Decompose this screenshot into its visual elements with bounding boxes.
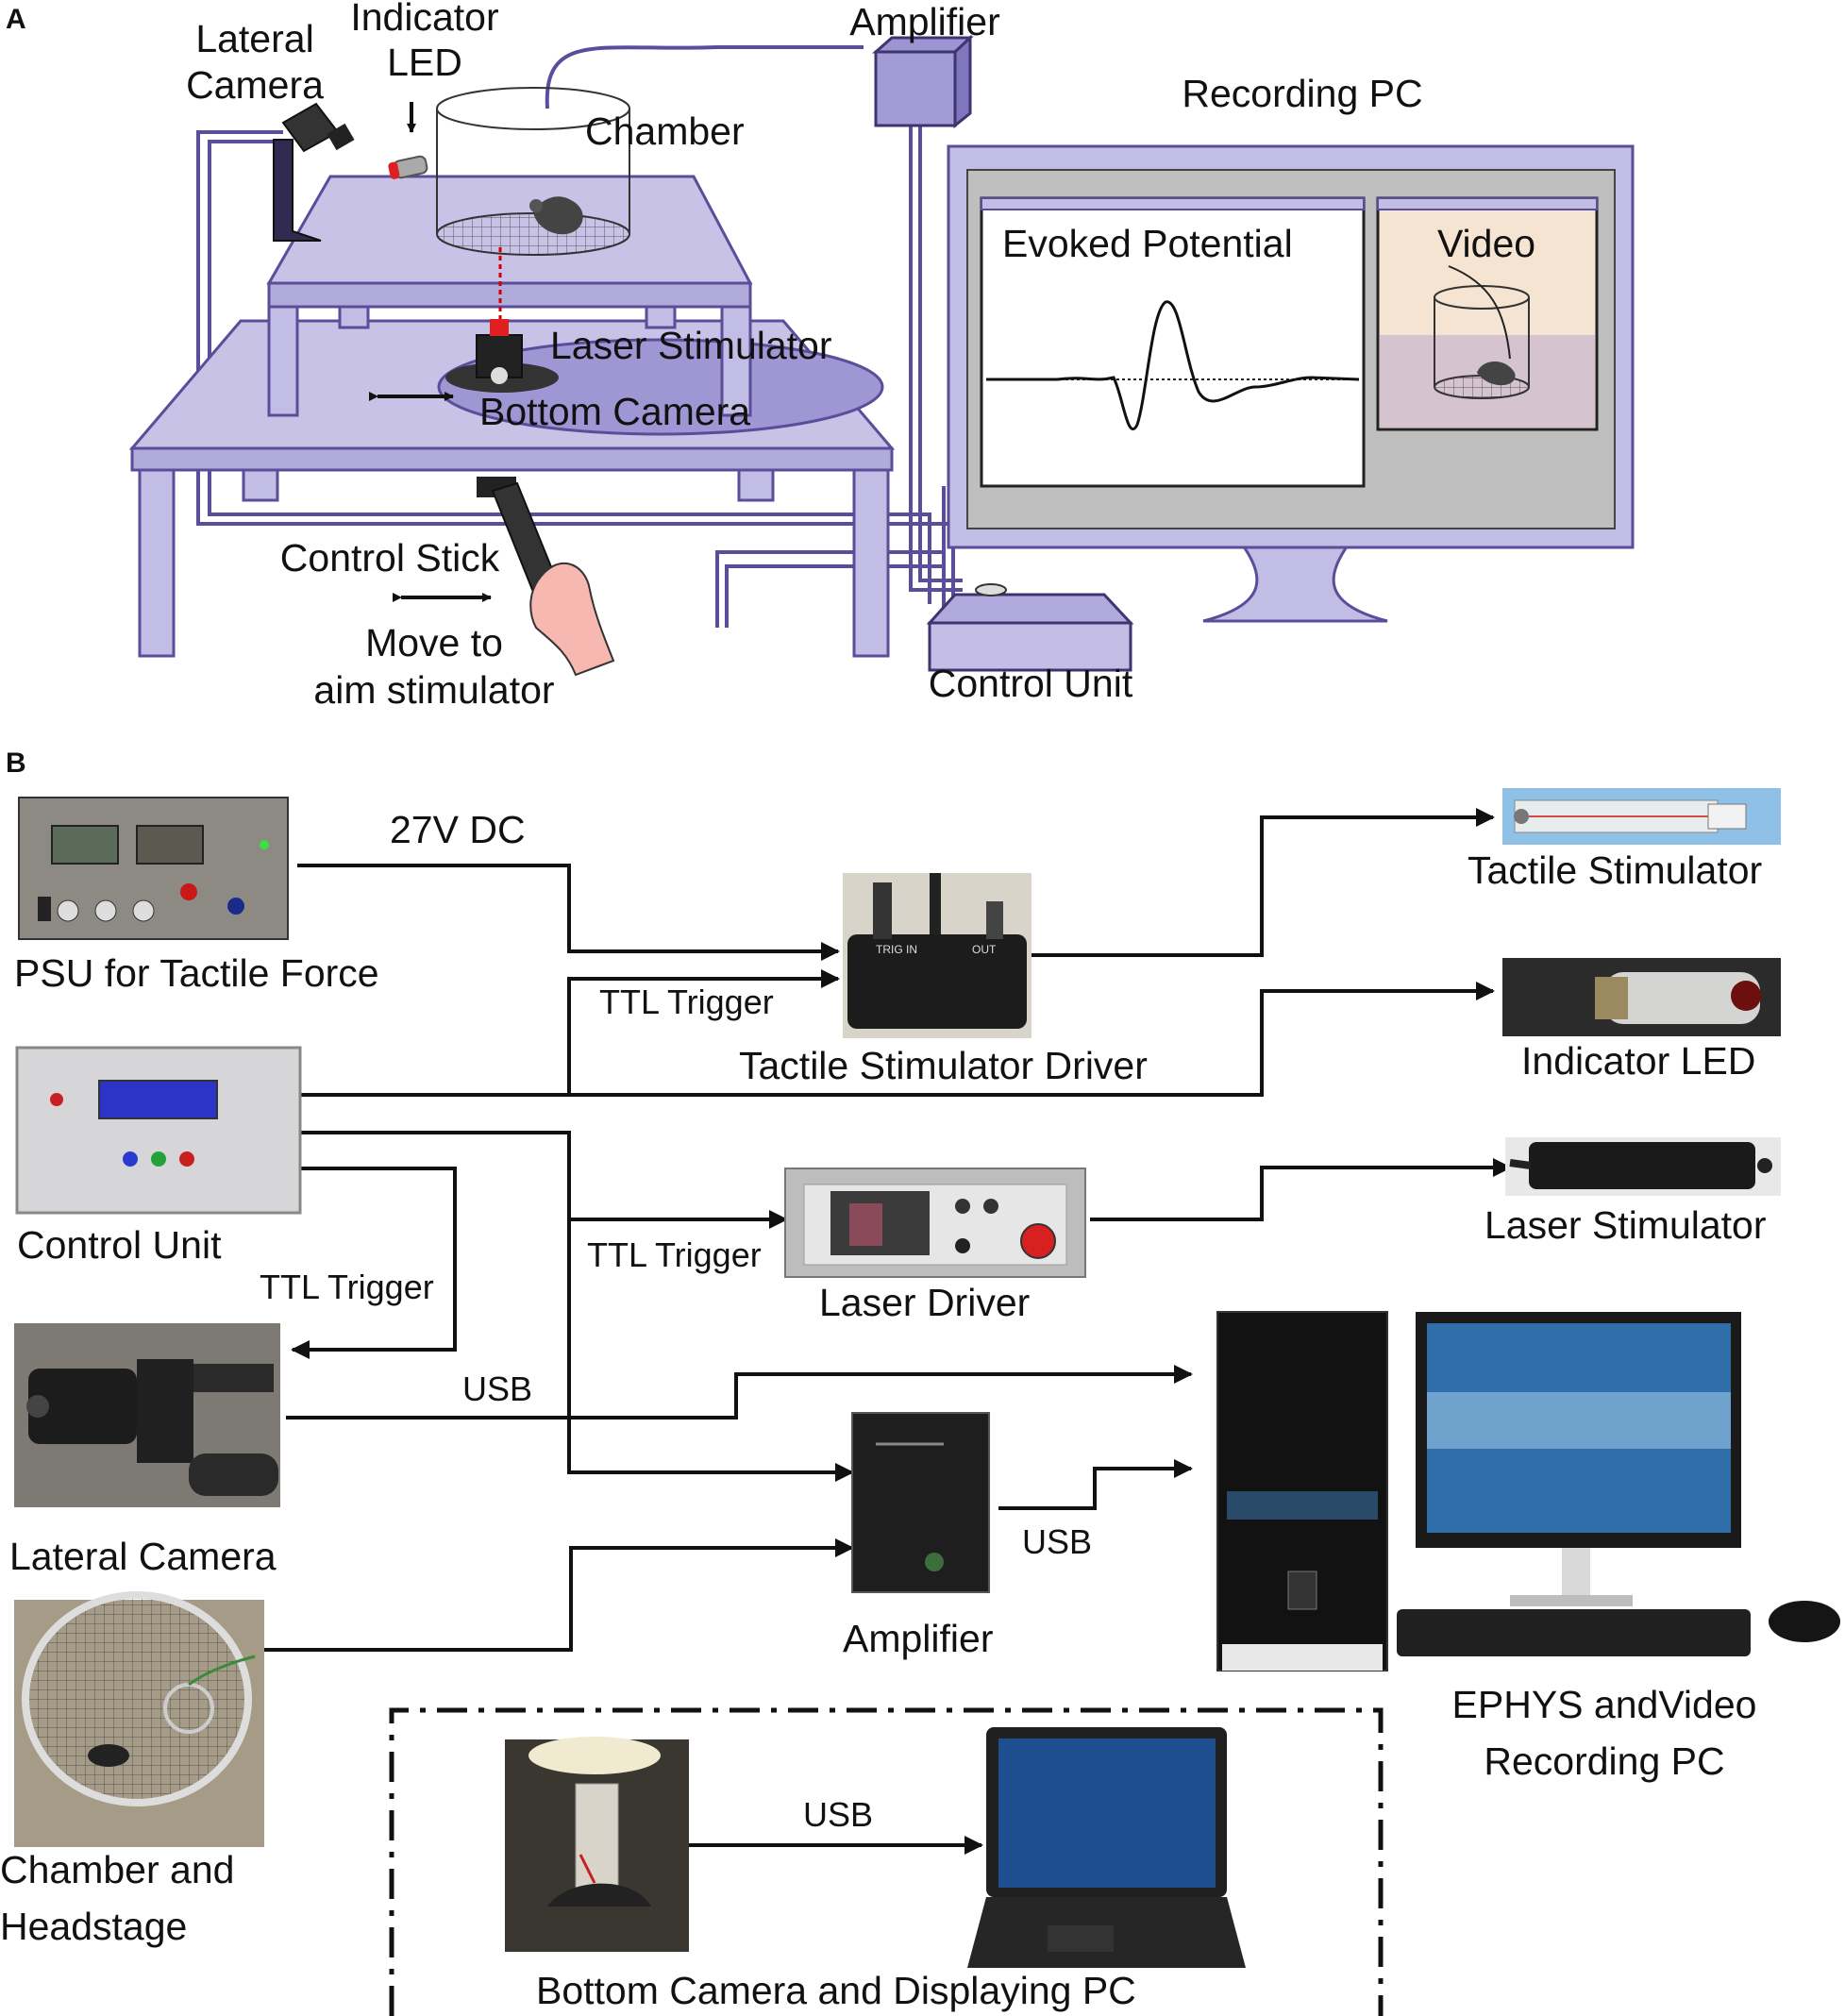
panel-b-letter: B	[6, 748, 26, 779]
control-unit-box	[926, 583, 1134, 672]
label-tactile-stimulator: Tactile Stimulator	[1468, 848, 1762, 892]
label-evoked-potential: Evoked Potential	[1002, 222, 1293, 265]
lateral-camera-device	[14, 1323, 280, 1507]
label-laser-driver: Laser Driver	[819, 1281, 1030, 1324]
label-indicator-led: Indicator LED	[1521, 1039, 1755, 1083]
evoked-potential-trace	[986, 300, 1360, 430]
label-chamber: Chamber	[585, 109, 745, 153]
label-indicator-led-2: LED	[387, 41, 462, 84]
laptop-device	[967, 1727, 1246, 1968]
connections	[264, 808, 1512, 1855]
amplifier-device	[851, 1412, 990, 1593]
label-move-to-2: aim stimulator	[313, 668, 554, 712]
psu-device	[18, 797, 289, 940]
label-recording-pc: Recording PC	[1182, 72, 1422, 115]
laser-stimulator-device	[445, 319, 559, 393]
label-chamber-headstage-2: Headstage	[0, 1905, 187, 1948]
label-ttl-trigger-3: TTL Trigger	[260, 1268, 434, 1306]
label-tactile-driver: Tactile Stimulator Driver	[739, 1044, 1148, 1087]
label-27v-dc: 27V DC	[390, 808, 526, 851]
chamber-headstage-device	[14, 1591, 264, 1847]
amplifier-box	[872, 34, 974, 129]
label-bottom-camera-pc: Bottom Camera and Displaying PC	[536, 1969, 1136, 2012]
label-psu: PSU for Tactile Force	[14, 951, 379, 995]
chamber	[436, 87, 630, 256]
label-laser-stimulator-b: Laser Stimulator	[1484, 1203, 1767, 1247]
rotating-platform	[437, 338, 884, 436]
panel-b: B	[0, 748, 1840, 2016]
label-chamber-headstage-1: Chamber and	[0, 1848, 234, 1891]
label-usb-1: USB	[462, 1369, 532, 1408]
hand-icon	[529, 562, 615, 677]
label-amplifier: Amplifier	[849, 0, 999, 43]
label-amplifier-b: Amplifier	[843, 1617, 993, 1660]
trig-in-text: TRIG IN	[876, 943, 917, 956]
label-control-unit-a: Control Unit	[929, 662, 1133, 705]
laser-stimulator-b-device	[1505, 1137, 1781, 1196]
label-ttl-trigger-2: TTL Trigger	[587, 1235, 762, 1274]
label-lateral-camera-b: Lateral Camera	[9, 1535, 277, 1578]
laser-driver-device	[784, 1168, 1086, 1278]
cable-bundle	[196, 45, 963, 628]
tactile-driver-device: TRIG IN OUT	[843, 873, 1032, 1038]
label-ttl-trigger-1: TTL Trigger	[599, 983, 774, 1021]
label-laser-stimulator: Laser Stimulator	[550, 324, 832, 367]
label-control-unit-b: Control Unit	[17, 1223, 222, 1267]
recording-pc-monitor	[947, 144, 1635, 623]
evoked-potential-window	[980, 196, 1366, 488]
panel-a: A	[6, 0, 1635, 712]
label-video: Video	[1437, 222, 1535, 265]
label-lateral-camera-1: Lateral	[195, 17, 313, 60]
tactile-stimulator-device	[1502, 788, 1781, 845]
lateral-camera-icon	[273, 102, 355, 242]
label-usb-3: USB	[803, 1795, 873, 1834]
panel-b-labels: 27V DC PSU for Tactile Force TTL Trigger…	[0, 808, 1767, 2012]
control-unit-device	[15, 1046, 302, 1215]
label-lateral-camera-2: Camera	[186, 63, 324, 107]
label-usb-2: USB	[1022, 1522, 1092, 1561]
panel-a-labels: Lateral Camera Indicator LED Amplifier C…	[186, 0, 1535, 712]
mouse-icon	[533, 196, 583, 235]
indicator-led-device	[1502, 958, 1781, 1036]
label-control-stick: Control Stick	[280, 536, 500, 580]
label-bottom-camera: Bottom Camera	[479, 390, 750, 433]
out-text: OUT	[972, 943, 997, 956]
label-ephys-pc-2: Recording PC	[1484, 1739, 1724, 1783]
label-indicator-led-1: Indicator	[350, 0, 498, 39]
label-ephys-pc-1: EPHYS andVideo	[1452, 1683, 1757, 1726]
label-move-to-1: Move to	[365, 621, 503, 664]
indicator-led-icon	[388, 155, 428, 179]
panel-a-letter: A	[6, 4, 26, 35]
ephys-pc-device	[1216, 1311, 1840, 1672]
bottom-camera-group-border	[389, 1707, 1384, 2016]
bottom-camera-device	[505, 1737, 689, 1952]
